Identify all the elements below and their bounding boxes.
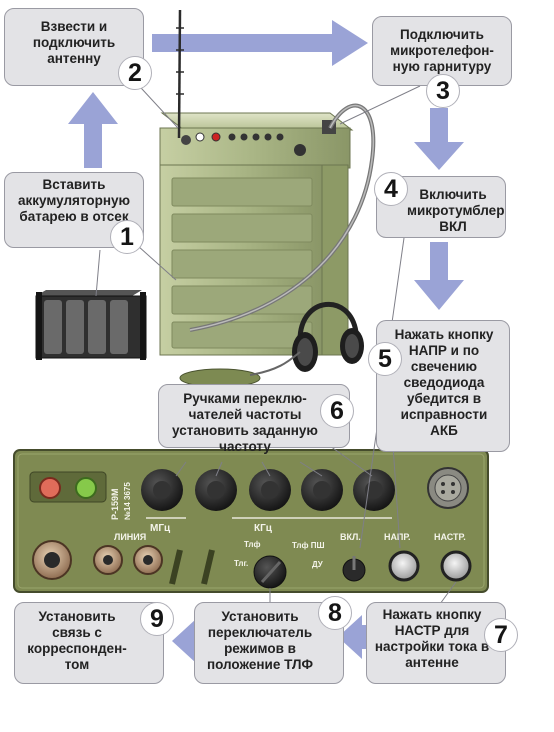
- step-7-text: Нажать кнопку НАСТР для настройки тока в…: [374, 607, 490, 670]
- step-6-number: 6: [320, 394, 354, 428]
- nastr-label: НАСТР.: [434, 532, 466, 542]
- arrow-3-down-to-4: [414, 108, 464, 170]
- radio-top-face: [160, 112, 354, 131]
- led-red: [39, 477, 61, 499]
- step-9-text: Установить связь с корреспонден-том: [27, 609, 127, 672]
- du-label: ДУ: [312, 560, 324, 569]
- napr-button: [388, 550, 420, 582]
- vkl-label: ВКЛ.: [340, 532, 361, 542]
- antenna-icon: [177, 9, 182, 139]
- line-label: ЛИНИЯ: [114, 532, 146, 542]
- step-7-number: 7: [484, 618, 518, 652]
- arrow-1-up-to-2: [68, 92, 118, 168]
- step-4-number: 4: [374, 172, 408, 206]
- step-6-text: Ручками переклю-чателей частоты установи…: [172, 391, 318, 454]
- step-3-number: 3: [426, 74, 460, 108]
- control-panel: [13, 449, 489, 593]
- step-1-number: 1: [110, 220, 144, 254]
- radio-side: [321, 164, 349, 356]
- arrow-2-to-3: [152, 20, 368, 66]
- step-9-number: 9: [140, 602, 174, 636]
- step-2-text: Взвести и подключить антенну: [32, 19, 116, 66]
- led-green: [75, 477, 97, 499]
- step-8-text: Установить переключатель режимов в полож…: [206, 609, 314, 672]
- step-5-text: Нажать кнопку НАПР и по свечению сведоди…: [394, 327, 494, 438]
- tlf-label: Тлф: [244, 540, 260, 549]
- microphone-icon: [179, 351, 301, 388]
- tlg-label: Тлг.: [234, 559, 248, 568]
- step-3-text: Подключить микротелефон-ную гарнитуру: [390, 27, 494, 74]
- step-5-number: 5: [368, 342, 402, 376]
- step-2-number: 2: [118, 56, 152, 90]
- mhz-label: МГц: [150, 523, 171, 534]
- headset-icon: [292, 302, 364, 372]
- model-label: Р-159М: [110, 488, 120, 520]
- step-9-callout: Установить связь с корреспонден-том: [14, 602, 164, 684]
- napr-label: НАПР.: [384, 532, 411, 542]
- step-5-callout: Нажать кнопку НАПР и по свечению сведоди…: [376, 320, 510, 452]
- arrow-4-down-to-5: [414, 242, 464, 310]
- radio-body: [159, 112, 354, 356]
- step-8-number: 8: [318, 596, 352, 630]
- tlf-psh-label: Тлф ПШ: [292, 541, 324, 550]
- arrow-7-to-8: [338, 615, 372, 659]
- frequency-dials: [141, 469, 395, 511]
- nastr-button: [440, 550, 472, 582]
- step-7-callout: Нажать кнопку НАСТР для настройки тока в…: [366, 602, 506, 684]
- khz-label: КГц: [254, 523, 273, 534]
- step-1-text: Вставить аккумуляторную батарею в отсек: [17, 177, 131, 224]
- step-6-callout: Ручками переклю-чателей частоты установи…: [158, 384, 350, 454]
- battery-icon: [35, 290, 147, 360]
- step-4-text: Включить микротумблер ВКЛ: [407, 187, 505, 234]
- step-1-callout: Вставить аккумуляторную батарею в отсек: [4, 172, 144, 248]
- serial-label: №14 3675: [123, 482, 132, 520]
